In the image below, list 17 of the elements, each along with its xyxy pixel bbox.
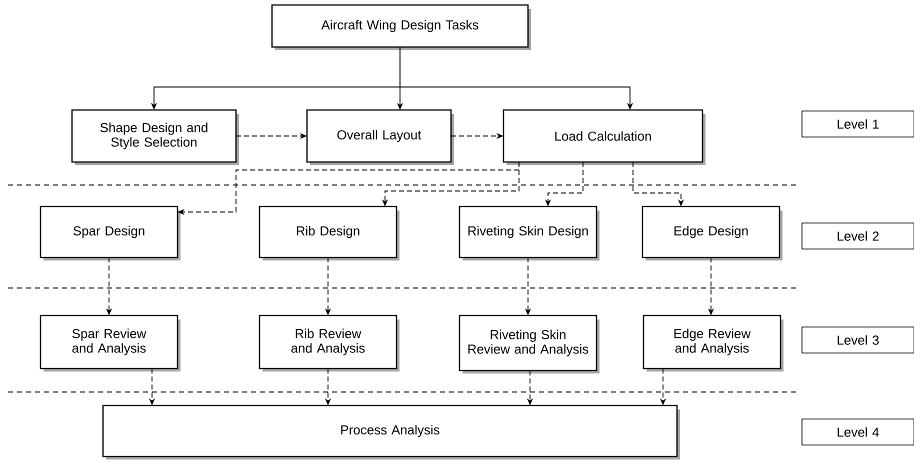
level-box: Level 1 [802,110,914,138]
task-box: Shape Design and Style Selection [71,109,237,163]
task-box: Edge Design [642,206,780,258]
task-box: Rib Review and Analysis [258,314,398,370]
level-box: Level 3 [802,326,914,354]
task-box: Rib Design [258,206,398,258]
level-box: Level 4 [802,418,914,446]
level-box: Level 2 [802,222,914,250]
task-box: Load Calculation [502,109,704,163]
task-box: Spar Review and Analysis [40,314,178,370]
task-box: Overall Layout [306,109,452,163]
task-box: Aircraft Wing Design Tasks [271,4,529,48]
task-box: Edge Review and Analysis [642,314,782,370]
task-box: Riveting Skin Design [458,206,598,258]
task-box: Riveting Skin Review and Analysis [458,314,598,372]
task-box: Spar Design [40,206,178,258]
task-box: Process Analysis [102,404,678,458]
